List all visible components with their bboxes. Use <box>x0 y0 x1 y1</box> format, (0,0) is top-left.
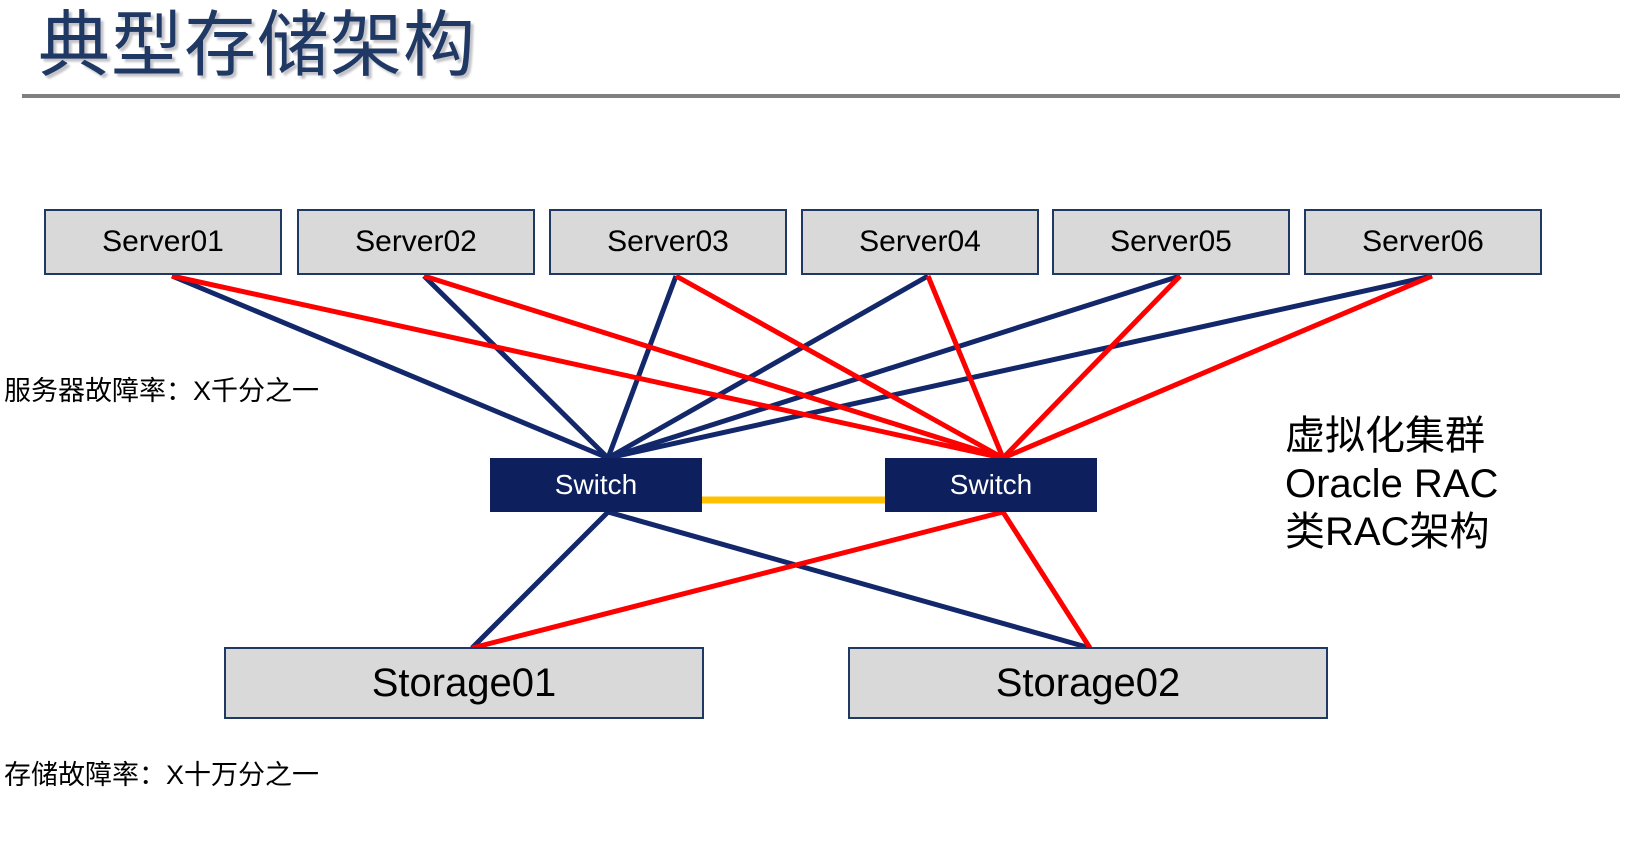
switch-node-2[interactable]: Switch <box>885 458 1097 512</box>
server-node-4-label: Server04 <box>859 225 981 258</box>
link-server-switch-a-2 <box>422 274 610 460</box>
server-node-6-label: Server06 <box>1362 225 1484 258</box>
storage-node-1[interactable]: Storage01 <box>224 647 704 719</box>
link-switch-storage-b-1 <box>471 509 1004 651</box>
cluster-note-line-2: Oracle RAC <box>1285 462 1499 506</box>
page-title: 典型存储架构 <box>38 6 477 86</box>
server-node-3[interactable]: Server03 <box>549 209 787 275</box>
server-node-5[interactable]: Server05 <box>1052 209 1290 275</box>
link-server-switch-a-5 <box>607 273 1181 461</box>
switch-node-2-label: Switch <box>949 469 1033 500</box>
storage-node-1-label: Storage01 <box>371 660 557 705</box>
link-server-switch-a-6 <box>607 273 1433 461</box>
link-server-switch-b-4 <box>925 275 1006 459</box>
cluster-architecture-note: 虚拟化集群 Oracle RAC 类RAC架构 <box>1285 412 1498 556</box>
storage-node-2[interactable]: Storage02 <box>848 647 1328 719</box>
server-node-6[interactable]: Server06 <box>1304 209 1542 275</box>
link-switch-storage-a-2 <box>607 509 1091 651</box>
storage-failure-rate-note: 存储故障率：X十万分之一 <box>4 760 320 790</box>
link-server-switch-a-4 <box>606 273 930 461</box>
link-server-switch-b-6 <box>1002 273 1433 461</box>
server-node-5-label: Server05 <box>1110 225 1232 258</box>
switch-to-storage-b-links <box>471 509 1093 651</box>
link-server-switch-a-1 <box>171 273 609 461</box>
server-node-2[interactable]: Server02 <box>297 209 535 275</box>
server-node-1[interactable]: Server01 <box>44 209 282 275</box>
title-divider <box>22 94 1620 98</box>
link-server-switch-b-5 <box>1001 274 1182 460</box>
link-switch-storage-a-1 <box>470 510 610 650</box>
server-to-switch-a-links <box>171 273 1433 461</box>
switch-node-1[interactable]: Switch <box>490 458 702 512</box>
server-node-1-label: Server01 <box>102 225 224 258</box>
cluster-note-line-3: 类RAC架构 <box>1285 510 1490 554</box>
switch-node-1-label: Switch <box>554 469 638 500</box>
link-server-switch-b-3 <box>674 273 1005 461</box>
server-node-2-label: Server02 <box>355 225 477 258</box>
server-node-4[interactable]: Server04 <box>801 209 1039 275</box>
cluster-note-line-1: 虚拟化集群 <box>1285 414 1485 458</box>
link-server-switch-b-2 <box>423 273 1004 461</box>
link-switch-storage-b-2 <box>1000 510 1093 650</box>
server-node-3-label: Server03 <box>607 225 729 258</box>
link-server-switch-b-1 <box>171 273 1004 461</box>
server-to-switch-b-links <box>171 273 1433 461</box>
switch-to-storage-a-links <box>470 509 1091 651</box>
link-server-switch-a-3 <box>605 275 679 459</box>
storage-node-2-label: Storage02 <box>995 660 1181 705</box>
server-failure-rate-note: 服务器故障率：X千分之一 <box>4 376 320 406</box>
